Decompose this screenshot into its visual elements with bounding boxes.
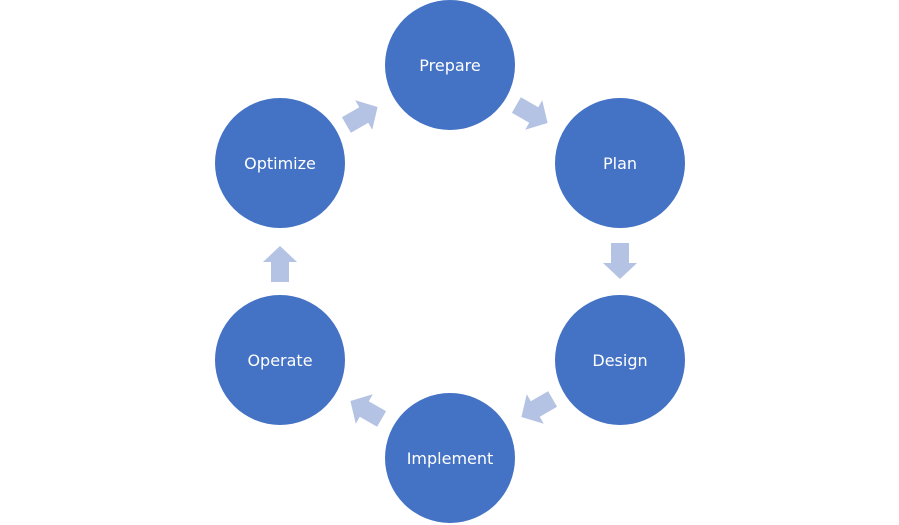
node-prepare: Prepare [385,0,515,130]
node-optimize-label: Optimize [244,153,316,173]
node-implement: Implement [385,393,515,523]
node-design-label: Design [592,350,648,370]
node-implement-label: Implement [406,448,494,468]
node-plan-label: Plan [602,153,638,173]
arrow-optimize-to-prepare-shape [341,100,378,133]
node-operate: Operate [215,295,345,425]
node-prepare-label: Prepare [419,55,481,75]
arrow-operate-to-optimize-shape [263,246,297,282]
node-optimize: Optimize [215,98,345,228]
node-design: Design [555,295,685,425]
arrow-implement-to-operate-shape [350,394,387,427]
node-plan: Plan [555,98,685,228]
arrow-prepare-to-plan-shape [511,97,548,130]
arrow-design-to-implement-shape [521,391,558,424]
arrow-plan-to-design-shape [603,243,637,279]
node-operate-label: Operate [247,350,313,370]
